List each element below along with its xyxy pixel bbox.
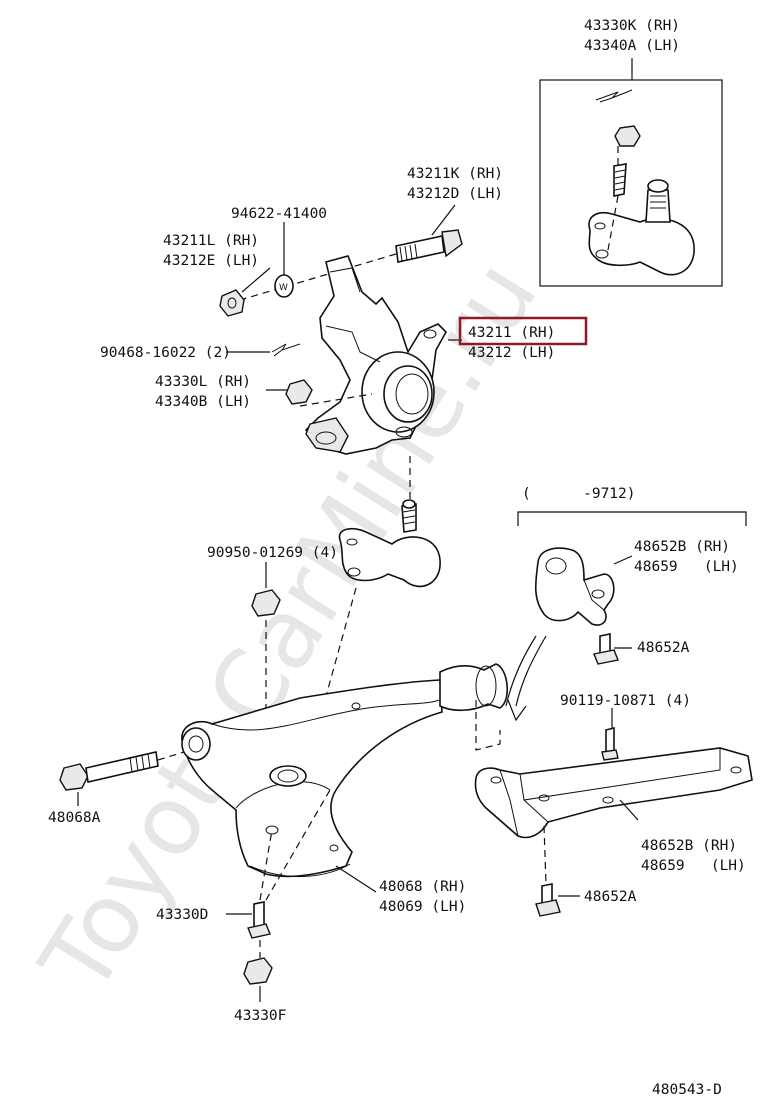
bushing-icon — [439, 663, 508, 712]
bolt-43211k — [239, 204, 463, 301]
label-43340b[interactable]: 43340B (LH) — [155, 394, 251, 410]
label-48652a-top[interactable]: 48652A — [637, 640, 690, 656]
label-43211[interactable]: 43211 (RH) — [468, 325, 555, 341]
label-90119[interactable]: 90119-10871 (4) — [560, 693, 691, 709]
lower-ball-joint-icon — [338, 527, 441, 588]
label-48652b-bot[interactable]: 48652B (RH) — [641, 838, 737, 854]
assembly-arrow-icon — [507, 635, 547, 722]
lower-ball-joint — [338, 456, 441, 588]
label-48659-top[interactable]: 48659 (LH) — [634, 559, 739, 575]
label-43211l[interactable]: 43211L (RH) — [163, 233, 259, 249]
nut-90950-icon — [251, 589, 281, 617]
castle-nut-icon — [614, 125, 641, 147]
hub-bore-icon — [383, 365, 433, 423]
bracket-48652b-icon — [534, 547, 615, 626]
ball-joint-icon — [588, 211, 695, 276]
label-43330f[interactable]: 43330F — [234, 1008, 286, 1024]
label-43212e[interactable]: 43212E (LH) — [163, 253, 259, 269]
cotter-pin-icon — [271, 343, 301, 357]
lower-control-arm — [181, 663, 508, 878]
nut-43211l-icon — [219, 289, 245, 317]
washer-icon — [274, 274, 294, 298]
label-48068[interactable]: 48068 (RH) — [379, 879, 466, 895]
stabilizer-frame — [474, 747, 753, 885]
label-43330l[interactable]: 43330L (RH) — [155, 374, 251, 390]
label-90950[interactable]: 90950-01269 (4) — [207, 545, 338, 561]
label-43212[interactable]: 43212 (LH) — [468, 345, 555, 361]
ball-joint-inset — [539, 58, 723, 287]
label-43330k[interactable]: 43330K (RH) — [584, 18, 680, 34]
arm-bolt-icon — [85, 751, 159, 783]
label-43330d[interactable]: 43330D — [156, 907, 208, 923]
diagram-code: 480543-D — [652, 1082, 722, 1098]
stud-icon — [613, 163, 627, 197]
stabilizer-bracket — [534, 547, 633, 626]
label-90468[interactable]: 90468-16022 (2) — [100, 345, 231, 361]
inset-frame — [539, 79, 723, 287]
bolt-48068a — [59, 751, 185, 806]
highlight-box — [458, 316, 588, 346]
label-48652a-bot[interactable]: 48652A — [584, 889, 637, 905]
label-94622[interactable]: 94622-41400 — [231, 206, 327, 222]
label-9712: ( -9712) — [522, 486, 636, 502]
nut-43330l-icon — [285, 379, 313, 405]
label-48069[interactable]: 48069 (LH) — [379, 899, 466, 915]
range-bracket — [517, 511, 747, 526]
frame-member-icon — [474, 747, 753, 839]
label-48659-bot[interactable]: 48659 (LH) — [641, 858, 746, 874]
steering-knuckle — [304, 255, 447, 455]
label-48652b-top[interactable]: 48652B (RH) — [634, 539, 730, 555]
svg-text:W: W — [279, 283, 288, 293]
label-43340a[interactable]: 43340A (LH) — [584, 38, 680, 54]
label-43211k[interactable]: 43211K (RH) — [407, 166, 503, 182]
control-arm-icon — [181, 679, 443, 878]
label-48068a[interactable]: 48068A — [48, 810, 101, 826]
long-bolt-icon — [395, 235, 445, 263]
label-43212d[interactable]: 43212D (LH) — [407, 186, 503, 202]
nut-43330f-icon — [243, 957, 273, 985]
